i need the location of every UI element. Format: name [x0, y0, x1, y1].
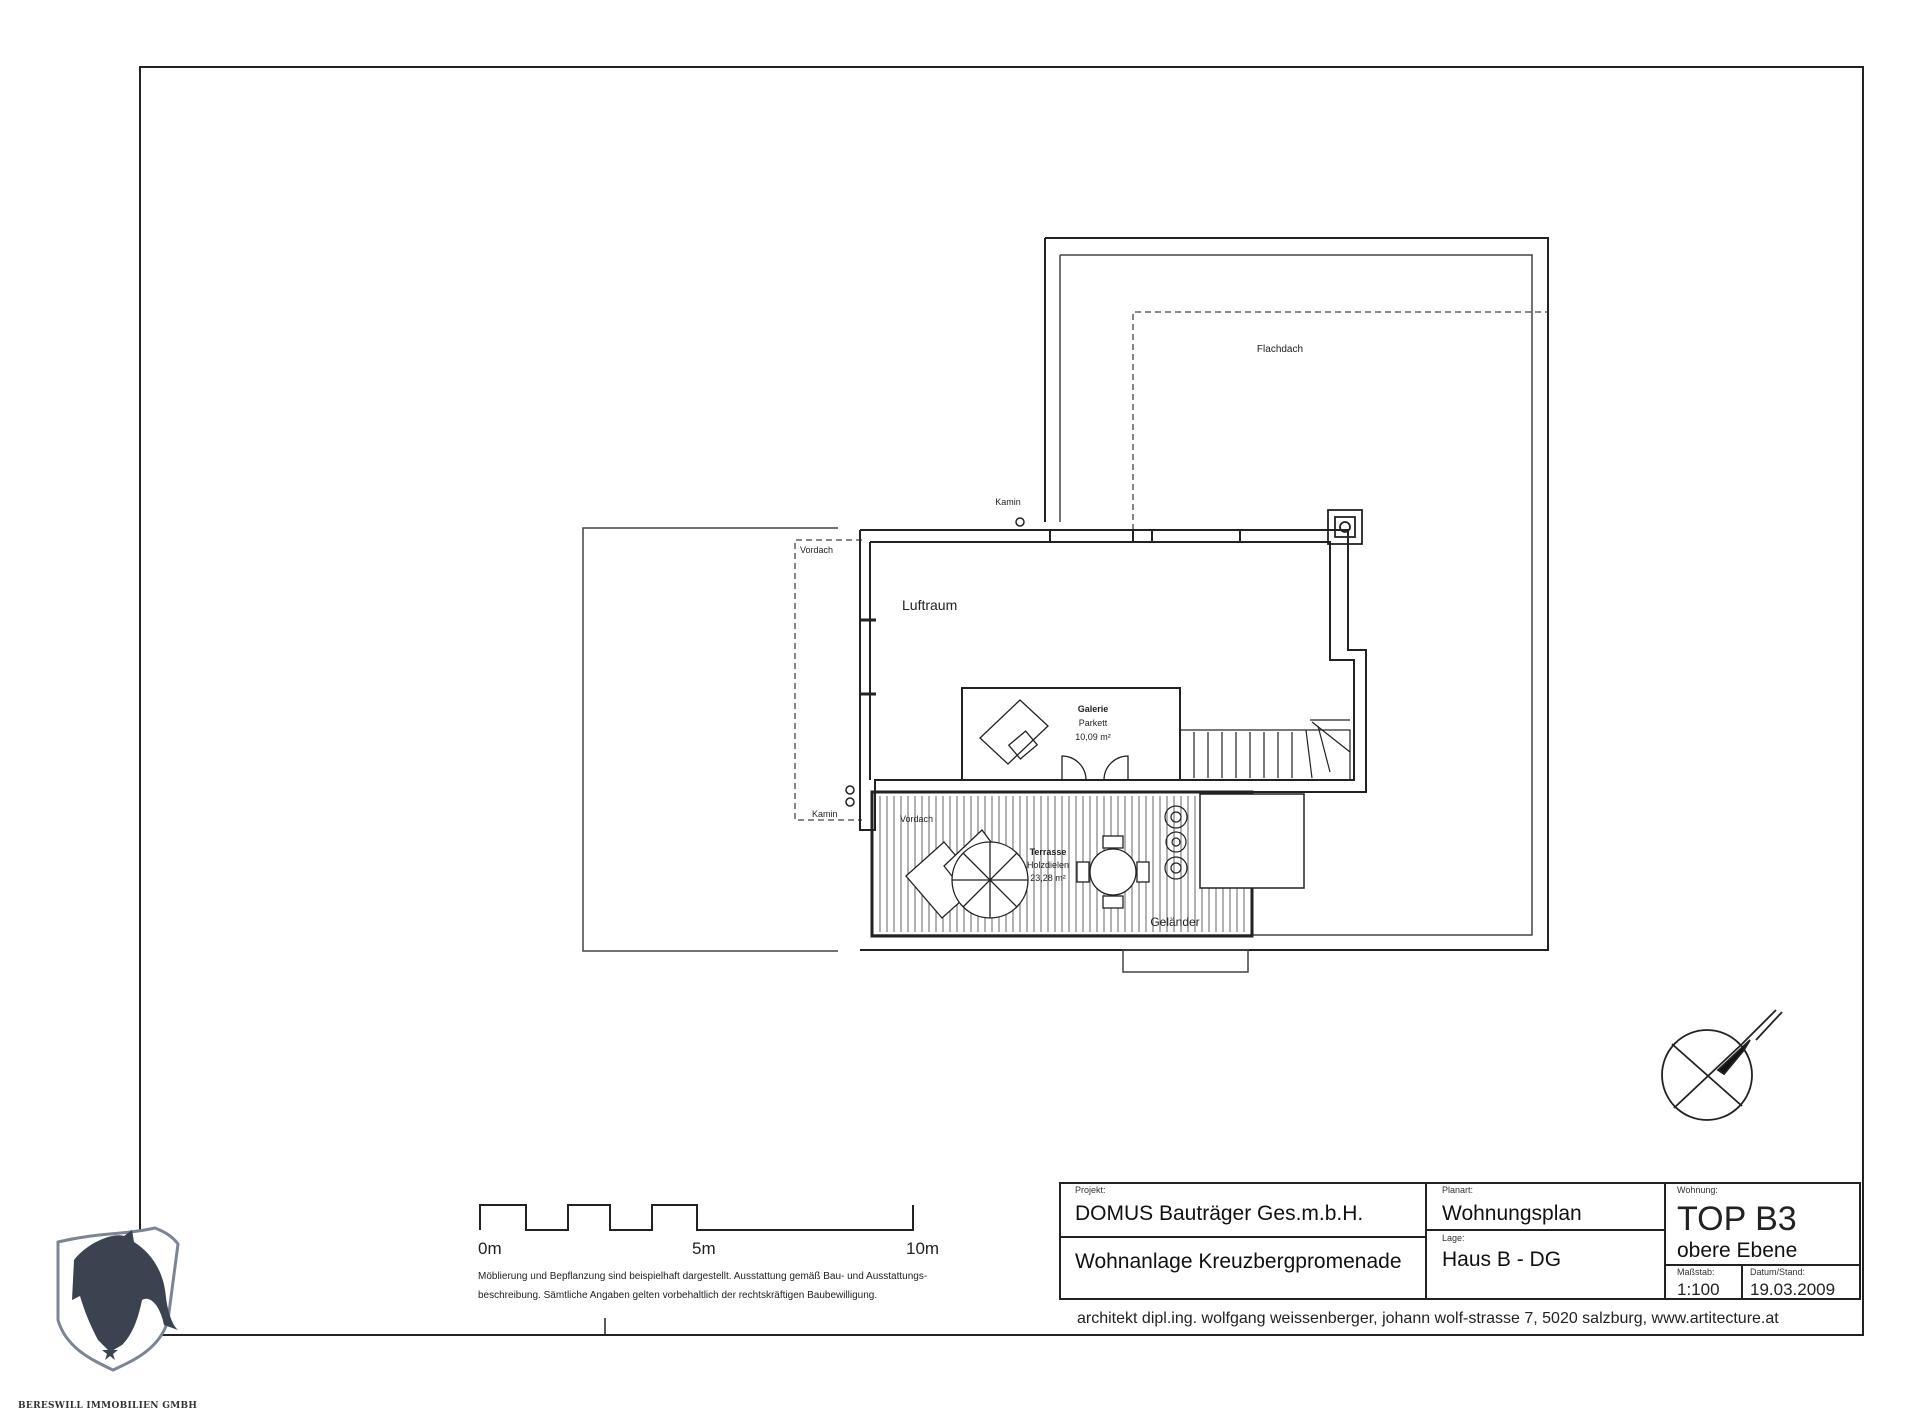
- flachdach-label: Flachdach: [1257, 344, 1303, 355]
- terrasse-floor-label: Holzdielen: [1027, 860, 1069, 870]
- galerie-name-label: Galerie: [1078, 704, 1109, 714]
- table-chairs-icon: [1076, 835, 1150, 909]
- massstab-label: Maßstab:: [1677, 1267, 1715, 1277]
- desk-icon: [979, 699, 1049, 765]
- projekt-value: DOMUS Bauträger Ges.m.b.H.: [1075, 1202, 1363, 1225]
- chimney-icon: [1327, 509, 1363, 545]
- flachdach-dashed: [1132, 311, 1548, 540]
- galerie-box: [961, 687, 1181, 781]
- projekt-value-2: Wohnanlage Kreuzbergpromenade: [1075, 1250, 1402, 1273]
- scale-label-5m: 5m: [692, 1239, 716, 1258]
- wohnung-label: Wohnung:: [1677, 1185, 1718, 1195]
- scale-label-0m: 0m: [478, 1239, 502, 1258]
- kamin-bottom-icon: [845, 785, 855, 795]
- scale-bar: [479, 1204, 914, 1335]
- galerie-area-label: 10,09 m²: [1075, 732, 1111, 742]
- wohnung-value: TOP B3: [1677, 1200, 1797, 1238]
- planart-value: Wohnungsplan: [1442, 1202, 1582, 1225]
- datum-label: Datum/Stand:: [1750, 1267, 1805, 1277]
- main-walls: [859, 529, 1367, 831]
- planart-label: Planart:: [1442, 1185, 1473, 1195]
- parasol-icon: [951, 841, 1029, 919]
- vordach-dashed: [794, 539, 862, 821]
- ebene-value: obere Ebene: [1677, 1239, 1797, 1262]
- projekt-label: Projekt:: [1075, 1185, 1106, 1195]
- lage-value: Haus B - DG: [1442, 1248, 1561, 1271]
- terrasse-area-label: 23,28 m²: [1030, 873, 1066, 883]
- scale-note-line-1: Möblierung und Bepflanzung sind beispiel…: [478, 1271, 927, 1282]
- kamin-top-label: Kamin: [995, 497, 1021, 507]
- sheet-frame: [139, 66, 1864, 1336]
- company-name: BERESWILL IMMOBILIEN GMBH: [18, 1401, 197, 1411]
- kamin-bottom-icon-2: [845, 797, 855, 807]
- plant-icons: [1164, 805, 1188, 880]
- stair-icon: [1179, 719, 1351, 781]
- galerie-floor-label: Parkett: [1079, 718, 1108, 728]
- vordach-top-label: Vordach: [800, 545, 833, 555]
- vordach-bottom-label: Vordach: [900, 814, 933, 824]
- luftraum-label: Luftraum: [902, 597, 957, 613]
- massstab-value: 1:100: [1677, 1280, 1720, 1299]
- kamin-top-icon: [1015, 517, 1025, 527]
- window-ticks: [860, 618, 876, 696]
- gelaender-label: Geländer: [1150, 915, 1199, 929]
- entry-step: [1122, 949, 1249, 973]
- north-arrow-icon: [1661, 1009, 1783, 1121]
- title-block: [1059, 1182, 1861, 1300]
- scale-note-line-2: beschreibung. Sämtliche Angaben gelten v…: [478, 1290, 877, 1301]
- lage-label: Lage:: [1442, 1233, 1465, 1243]
- lower-level-outline: [582, 527, 838, 952]
- door-swing-icon: [1061, 755, 1129, 781]
- terrace-extension: [1199, 793, 1305, 889]
- terrasse-name-label: Terrasse: [1030, 847, 1067, 857]
- kamin-bottom-label: Kamin: [812, 809, 838, 819]
- datum-value: 19.03.2009: [1750, 1280, 1835, 1299]
- architect-footer: architekt dipl.ing. wolfgang weissenberg…: [1077, 1310, 1779, 1327]
- scale-label-10m: 10m: [906, 1239, 939, 1258]
- horse-logo-icon: [56, 1226, 180, 1372]
